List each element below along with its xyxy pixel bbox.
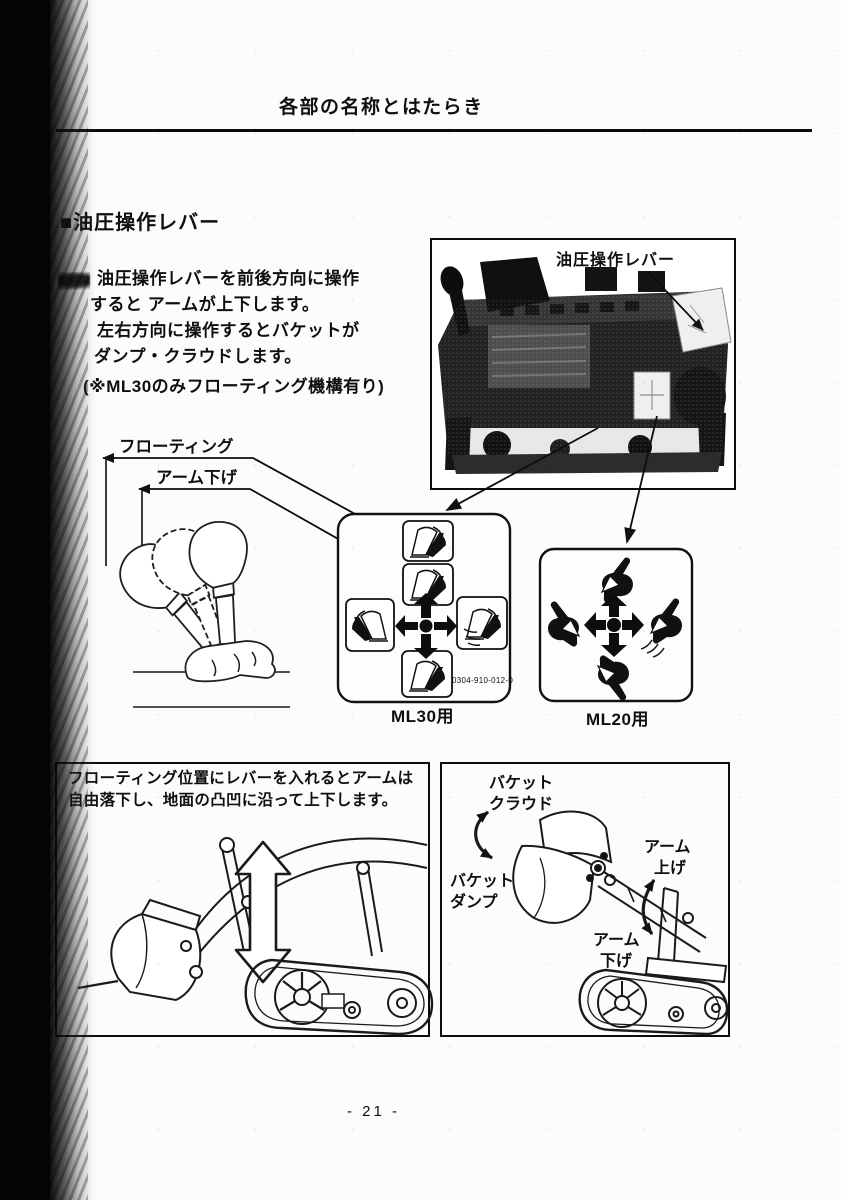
- page-header-title: 各部の名称とはたらき: [279, 97, 484, 118]
- machine-photo-art: [438, 257, 732, 474]
- floating-illustration: [77, 837, 434, 1036]
- header-rule: [56, 129, 812, 132]
- body-line: 油圧操作レバーを前後方向に操作: [97, 269, 360, 288]
- arm-rotation-arrow: [641, 879, 656, 935]
- arm-down-label: アーム 下げ: [593, 932, 640, 970]
- section-heading: ■油圧操作レバー: [60, 212, 221, 234]
- binding-shadow: [0, 0, 50, 1200]
- decal-part-number: 0304-910-012-0: [452, 676, 514, 685]
- body-line: (※ML30のみフローティング機構有り): [83, 377, 385, 396]
- binding-shadow-fade: [50, 0, 96, 1200]
- operation-illustration: [474, 810, 729, 1036]
- arm-down-position-label: アーム下げ: [156, 469, 238, 487]
- floating-note-text: フローティング位置にレバーを入れるとアームは 自由落下し、地面の凸凹に沿って上下…: [68, 768, 418, 812]
- leader-to-ml20: [624, 415, 658, 544]
- leader-to-ml30: [445, 427, 599, 511]
- up-down-arrow: [234, 840, 292, 984]
- body-line: 左右方向に操作するとバケットが: [97, 321, 360, 340]
- ml20-pattern-box: [538, 547, 694, 703]
- bucket-dump-label: バケット ダンプ: [450, 873, 515, 911]
- floating-note-line: 自由落下し、地面の凸凹に沿って上下します。: [68, 792, 398, 809]
- operation-diagram-frame: [440, 762, 730, 1037]
- page-number: - 21 -: [347, 1103, 401, 1120]
- arm-up-label: アーム 上げ: [644, 839, 691, 877]
- floating-note-line: フローティング位置にレバーを入れるとアームは: [68, 770, 414, 787]
- photo-caption: 油圧操作レバー: [556, 252, 676, 269]
- ml30-caption: ML30用: [391, 707, 454, 726]
- body-text: 油圧操作レバーを前後方向に操作 すると アームが上下します。 左右方向に操作する…: [60, 266, 420, 400]
- bucket-rotation-arrow: [474, 810, 493, 860]
- ml20-caption: ML20用: [586, 710, 649, 729]
- ml30-pattern-box: [336, 512, 512, 704]
- lever-drawing: [108, 520, 290, 708]
- bucket-crowd-label: バケット クラウド: [489, 775, 554, 813]
- ml30-cross-arrows: [395, 593, 457, 659]
- body-line: ダンプ・クラウドします。: [94, 347, 302, 366]
- floating-position-label: フローティング: [119, 438, 234, 456]
- binding-shadow-ragged-edge: [44, 0, 88, 1200]
- body-line: すると アームが上下します。: [90, 295, 320, 314]
- ml20-cross-arrows: [584, 594, 644, 657]
